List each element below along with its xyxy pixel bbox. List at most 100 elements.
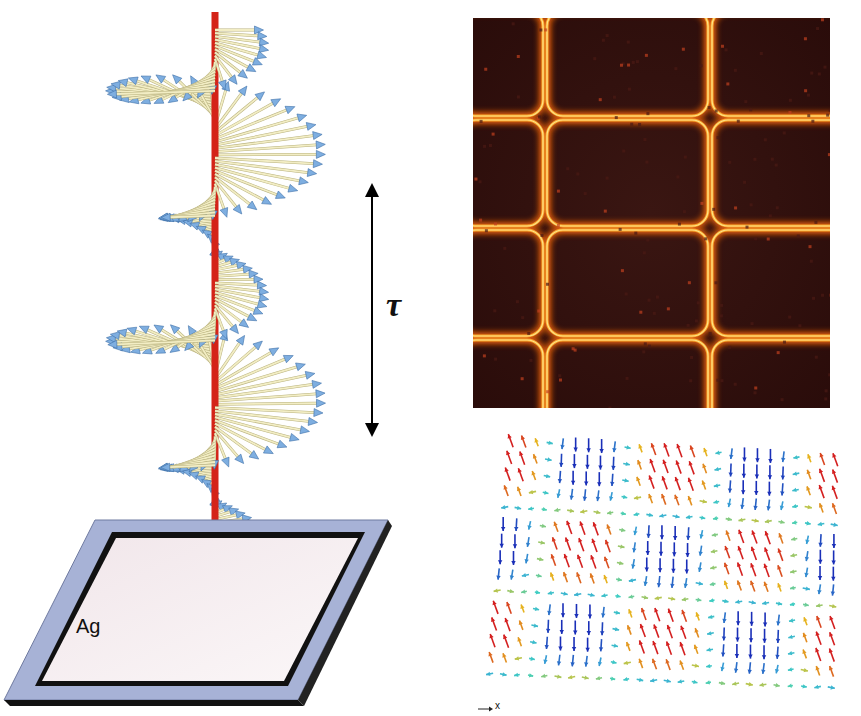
- spin-vector-head: [611, 466, 615, 470]
- spin-vector-head: [792, 520, 796, 524]
- spin-vector-head: [816, 616, 820, 621]
- silver-layer: [42, 538, 358, 681]
- noise-pixel: [480, 120, 483, 123]
- spin-vector-head: [702, 464, 706, 469]
- noise-pixel: [584, 192, 587, 195]
- spin-vector-head: [601, 593, 605, 597]
- spin-vector-head: [819, 485, 823, 490]
- spin-vector-head: [680, 642, 684, 647]
- spin-vector-head: [830, 685, 834, 689]
- spin-vector-head: [793, 455, 797, 459]
- spin-vector-head: [600, 631, 604, 635]
- spin-vector: [680, 642, 685, 655]
- spin-vector-head: [707, 648, 711, 652]
- noise-pixel: [687, 324, 690, 327]
- spin-vector-head: [554, 508, 558, 512]
- spin-shaft-edge: [170, 216, 215, 218]
- noise-pixel: [645, 161, 648, 164]
- spin-vector-head: [659, 514, 663, 518]
- spin-vector-head: [651, 443, 655, 448]
- spin-vector-head: [804, 668, 808, 672]
- vector-field: [486, 434, 838, 690]
- noise-pixel: [781, 398, 784, 401]
- spin-vector-head: [724, 599, 728, 603]
- noise-pixel: [725, 48, 728, 51]
- spin-vector-head: [819, 469, 823, 474]
- noise-pixel: [716, 136, 719, 139]
- spin-vector-head: [790, 569, 794, 573]
- spin-vector-head: [676, 444, 680, 449]
- spin-vector-head: [675, 477, 679, 482]
- spin-vector: [639, 640, 644, 653]
- spin-vector-head: [710, 582, 714, 586]
- spin-vector-head: [740, 505, 744, 509]
- spin-vector-head: [721, 681, 725, 685]
- spin-shaft: [167, 209, 215, 217]
- domain-wall: [712, 230, 830, 336]
- spin-vector-head: [640, 624, 644, 629]
- noise-pixel: [824, 397, 827, 400]
- noise-pixel: [642, 350, 645, 353]
- spin-vector: [607, 524, 611, 534]
- noise-pixel: [700, 64, 703, 67]
- noise-pixel: [811, 120, 814, 123]
- spin-vector: [689, 461, 694, 474]
- noise-pixel: [604, 210, 607, 213]
- spin-vector-head: [735, 654, 739, 658]
- spin-vector-head: [668, 609, 672, 614]
- spin-head: [249, 451, 259, 460]
- spin-vector-head: [686, 536, 690, 540]
- noise-pixel: [636, 60, 639, 63]
- noise-pixel: [726, 82, 729, 85]
- noise-pixel: [829, 109, 830, 112]
- spin-head: [218, 80, 226, 90]
- spin-vector-head: [818, 543, 822, 547]
- spin-vector-head: [724, 563, 728, 568]
- domain-wall: [547, 340, 708, 408]
- spin-vector-head: [667, 625, 671, 630]
- spin-vector: [503, 653, 506, 662]
- spin-head: [262, 197, 272, 205]
- spin-vector-head: [557, 674, 561, 678]
- spin-vector-head: [546, 629, 550, 633]
- spin-vector-head: [578, 538, 582, 543]
- spin-vector: [522, 436, 526, 448]
- spin-head: [139, 326, 149, 333]
- spin-shaft-edge: [215, 433, 225, 458]
- spin-vector-head: [544, 490, 548, 494]
- spin-shaft: [168, 212, 215, 217]
- noise-pixel: [788, 111, 791, 114]
- spin-vector-head: [788, 635, 792, 639]
- plate-outline: [0, 508, 392, 708]
- spin-vector-head: [724, 546, 728, 551]
- spin-vector-head: [633, 531, 637, 535]
- noise-pixel: [809, 245, 812, 248]
- spin-vector-head: [546, 474, 550, 478]
- spin-vector: [803, 649, 806, 658]
- spin-vector-head: [679, 660, 683, 665]
- spin-vector-head: [754, 518, 758, 522]
- spin-vector-head: [816, 603, 820, 607]
- spin-head: [110, 332, 119, 340]
- noise-pixel: [764, 138, 767, 141]
- spin-shaft: [215, 274, 249, 276]
- noise-pixel: [615, 116, 618, 119]
- noise-pixel: [728, 161, 731, 164]
- spin-vector-head: [649, 475, 653, 480]
- spin-vector-head: [713, 516, 717, 520]
- spin-vector-head: [802, 684, 806, 688]
- spin-vector-head: [684, 584, 688, 588]
- spin-vector-head: [552, 537, 556, 542]
- spin-vector-head: [659, 552, 663, 556]
- spin-vector-head: [706, 680, 710, 684]
- noise-pixel: [630, 123, 633, 126]
- spin-head: [257, 300, 267, 308]
- spin-vector-head: [515, 656, 519, 660]
- noise-pixel: [754, 237, 757, 240]
- spin-vector-head: [803, 617, 807, 622]
- spin-vector-head: [623, 495, 627, 499]
- spin-vector-head: [777, 583, 781, 588]
- spin-vector-head: [646, 551, 650, 555]
- spin-shaft: [215, 403, 317, 404]
- spin-head: [253, 307, 263, 314]
